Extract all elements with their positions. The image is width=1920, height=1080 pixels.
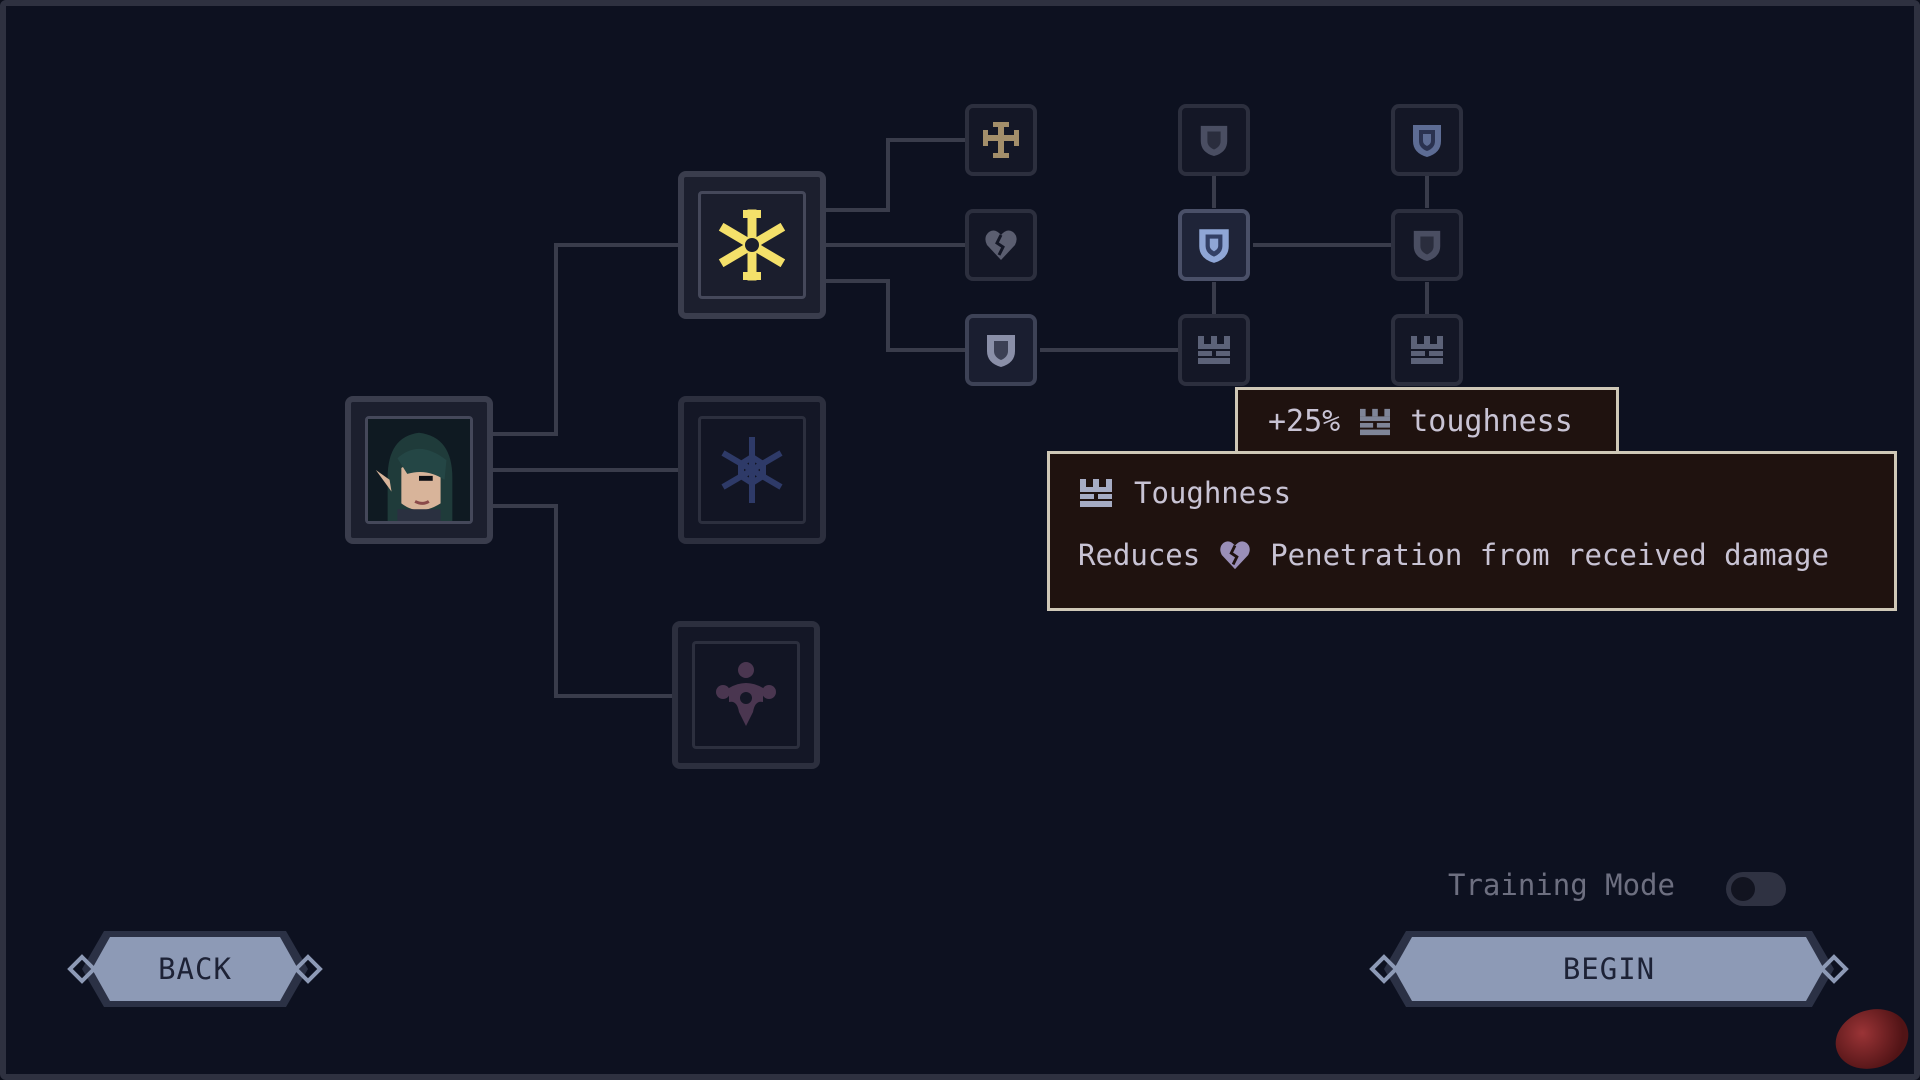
shield-icon xyxy=(1413,125,1441,157)
upgrade-node-shield-2[interactable] xyxy=(1178,104,1250,176)
ice-crystal-branch-node[interactable] xyxy=(678,396,826,544)
back-button[interactable]: BACK xyxy=(64,927,326,1011)
snowflake-branch-node[interactable] xyxy=(678,171,826,319)
upgrade-node-shield-3[interactable] xyxy=(1178,209,1250,281)
begin-button-label: BEGIN xyxy=(1562,952,1656,986)
upgrade-node-shield-4[interactable] xyxy=(1391,104,1463,176)
upgrade-node-shield-5[interactable] xyxy=(1391,209,1463,281)
kneeling-figure-branch-frame xyxy=(692,641,800,749)
upgrade-node-shield-1[interactable] xyxy=(965,314,1037,386)
snowflake-branch-frame xyxy=(698,191,806,299)
stat-bonus-name: toughness xyxy=(1410,404,1573,439)
upgrade-node-penetration[interactable] xyxy=(965,209,1037,281)
tower-icon xyxy=(1198,336,1230,364)
shield-icon xyxy=(1199,229,1229,263)
kneeling-figure-icon xyxy=(716,662,776,726)
tower-icon xyxy=(1360,408,1391,435)
begin-button[interactable]: BEGIN xyxy=(1366,927,1852,1011)
cross-icon xyxy=(983,122,1019,158)
training-mode-toggle[interactable] xyxy=(1726,872,1786,906)
elf-character-portrait-icon xyxy=(368,419,470,521)
ice-crystal-branch-frame xyxy=(698,416,806,524)
tooltip-title-row: Toughness xyxy=(1078,476,1291,510)
tower-icon xyxy=(1080,479,1112,507)
shield-icon xyxy=(1413,230,1441,262)
shield-icon xyxy=(1200,125,1228,157)
shield-icon xyxy=(987,335,1015,367)
tooltip-title: Toughness xyxy=(1134,476,1292,510)
toggle-knob xyxy=(1731,877,1755,901)
stat-bonus-value: +25% xyxy=(1268,404,1341,439)
upgrade-node-cross[interactable] xyxy=(965,104,1037,176)
begin-button-frame xyxy=(1369,931,1849,1007)
upgrade-node-toughness-2[interactable] xyxy=(1391,314,1463,386)
ice-crystal-icon xyxy=(721,437,783,503)
character-root-node[interactable] xyxy=(345,396,493,544)
upgrade-node-toughness-1[interactable] xyxy=(1178,314,1250,386)
character-portrait-frame xyxy=(365,416,473,524)
training-mode-label: Training Mode xyxy=(1448,868,1675,902)
back-button-label: BACK xyxy=(158,952,232,986)
tooltip-description: Reduces Penetration from received damage xyxy=(1078,538,1829,572)
tooltip-desc-suffix: Penetration from received damage xyxy=(1270,538,1829,572)
kneeling-figure-branch-node[interactable] xyxy=(672,621,820,769)
broken-heart-icon xyxy=(1220,541,1250,570)
stat-bonus-tooltip: +25% toughness xyxy=(1235,387,1619,453)
back-button-frame xyxy=(67,931,323,1007)
tower-icon xyxy=(1411,336,1443,364)
stat-description-tooltip: Toughness Reduces Penetration from recei… xyxy=(1047,451,1897,611)
broken-heart-icon xyxy=(985,230,1017,260)
snowflake-icon xyxy=(718,209,786,281)
tooltip-desc-prefix: Reduces xyxy=(1078,538,1201,572)
